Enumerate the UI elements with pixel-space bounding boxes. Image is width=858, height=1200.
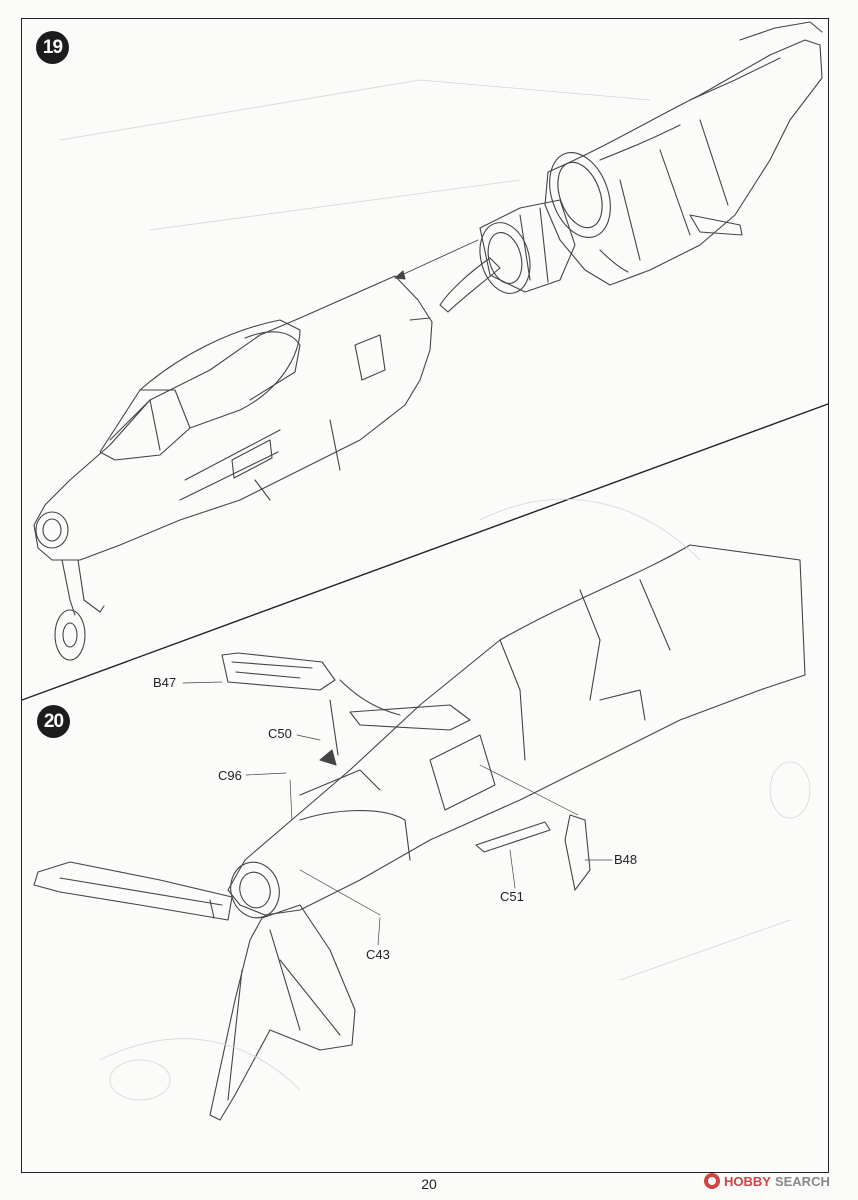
watermark-brand-search: SEARCH <box>774 1173 830 1189</box>
hobby-search-logo-icon <box>704 1173 720 1189</box>
part-label-c50: C50 <box>268 726 292 741</box>
part-label-c43: C43 <box>366 947 390 962</box>
part-label-b48: B48 <box>614 852 638 867</box>
assembly-arrow-19 <box>394 239 479 279</box>
part-label-c51: C51 <box>500 889 524 904</box>
part-label-b47: B47 <box>153 675 177 690</box>
step-badge-20: 20 <box>37 705 70 738</box>
leader-lines <box>182 681 613 946</box>
horizontal-stabilizer <box>33 861 233 921</box>
forward-fuselage <box>33 275 433 561</box>
page-frame <box>21 18 829 1173</box>
step-badge-19: 19 <box>36 31 69 64</box>
engine-exhaust <box>439 199 576 313</box>
step-divider <box>21 403 829 701</box>
watermark-brand-hobby: HOBBY <box>724 1173 771 1189</box>
show-through <box>59 79 811 1101</box>
page-number: 20 <box>421 1176 437 1192</box>
part-label-c96: C96 <box>218 768 242 783</box>
fuselage-aft-view <box>227 544 806 919</box>
rear-fuselage <box>544 21 823 286</box>
watermark: HOBBY SEARCH <box>704 1171 830 1191</box>
canopy-parts <box>221 652 591 891</box>
wing <box>209 904 356 1121</box>
nose-landing-gear <box>54 559 105 661</box>
